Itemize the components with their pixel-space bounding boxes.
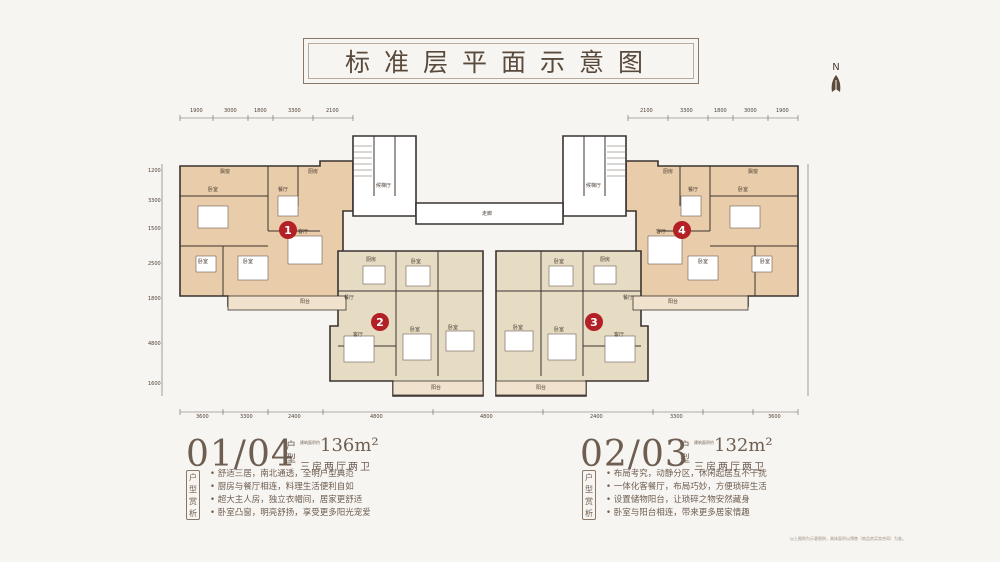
dim-side-5: 1800	[148, 296, 161, 302]
room-elevator-hall-left: 候梯厅	[376, 183, 392, 189]
dim-side-6: 4800	[148, 341, 161, 347]
room-balcony-u1: 阳台	[300, 299, 311, 305]
furniture	[195, 195, 773, 363]
dim-top-left-3: 1800	[254, 108, 267, 114]
dim-side-7: 1600	[148, 381, 161, 387]
room-balcony-u3: 阳台	[536, 385, 547, 391]
room-kitchen-u2: 厨房	[366, 257, 377, 263]
dim-top-right-2: 3300	[680, 108, 693, 114]
feature-item: 舒适三居，南北通透，全明户型典范	[210, 468, 371, 481]
feature-item: 设置储物阳台，让琐碎之物安然藏身	[606, 494, 767, 507]
room-bedroom-u3-c: 卧室	[554, 259, 565, 265]
balconies	[227, 295, 749, 396]
dim-top-left-1: 1900	[190, 108, 203, 114]
room-bedroom-u4-b: 卧室	[698, 259, 709, 265]
room-window-u4: 飘窗	[748, 169, 759, 175]
dim-top-right-5: 1900	[776, 108, 789, 114]
area-label: 建筑面积约	[694, 440, 714, 445]
unit-type-label: 户型	[680, 441, 690, 465]
unit-type-label: 户型	[286, 441, 296, 465]
room-living-u2: 客厅	[353, 332, 364, 338]
room-bedroom-u1-a: 卧室	[208, 187, 219, 193]
dim-bottom-2: 3300	[240, 414, 253, 420]
room-bedroom-u2-b: 卧室	[448, 325, 459, 331]
area-label: 建筑面积约	[300, 440, 320, 445]
room-kitchen-u1: 厨房	[308, 169, 319, 175]
area-value: 132m²	[714, 435, 773, 456]
room-bedroom-u4-a: 卧室	[738, 187, 749, 193]
dim-side-4: 2500	[148, 261, 161, 267]
analysis-tag-02-03: 户型赏析	[582, 470, 596, 520]
room-living-u4: 客厅	[656, 229, 667, 235]
dim-side-1: 1200	[148, 168, 161, 174]
room-kitchen-u3: 厨房	[600, 257, 611, 263]
dim-bottom-7: 3300	[670, 414, 683, 420]
room-dining-u4: 餐厅	[688, 187, 699, 193]
dim-bottom-6: 2400	[590, 414, 603, 420]
room-elevator-hall-right: 候梯厅	[586, 183, 602, 189]
room-balcony-u2: 阳台	[431, 385, 442, 391]
feature-list-02-03: 布局考究，动静分区，休闲起居互不干扰 一体化客餐厅，布局巧妙，方便琐碎生活 设置…	[606, 468, 767, 520]
interior-walls	[180, 136, 798, 376]
room-bedroom-u4-c: 卧室	[760, 259, 771, 265]
floor-plan-drawing	[161, 115, 809, 415]
dim-bottom-4: 4800	[370, 414, 383, 420]
feature-list-01-04: 舒适三居，南北通透，全明户型典范 厨房与餐厅相连，料理生活便利自如 超大主人房，…	[210, 468, 371, 520]
north-label: N	[832, 62, 840, 73]
room-bedroom-u1-c: 卧室	[198, 259, 209, 265]
analysis-tag-01-04: 户型赏析	[186, 470, 200, 520]
title-banner: 标准层平面示意图	[303, 38, 699, 84]
north-arrow-icon	[831, 75, 841, 92]
feature-item: 一体化客餐厅，布局巧妙，方便琐碎生活	[606, 481, 767, 494]
north-indicator: N	[826, 62, 846, 96]
dim-top-right-1: 2100	[640, 108, 653, 114]
unit-marker-1: 1	[279, 221, 297, 239]
room-bedroom-u2-a: 卧室	[410, 327, 421, 333]
dim-bottom-5: 4800	[480, 414, 493, 420]
feature-item: 卧室与阳台相连，带来更多居家情趣	[606, 507, 767, 520]
room-bedroom-u3-b: 卧室	[513, 325, 524, 331]
floor-plan: 1900 3000 1800 3300 2100 2100 3300 1800 …	[148, 106, 838, 422]
room-dining-u1: 餐厅	[278, 187, 289, 193]
room-window-u1: 飘窗	[220, 169, 231, 175]
feature-item: 卧室凸窗，明亮舒扬，享受更多阳光宠爱	[210, 507, 371, 520]
dim-side-3: 1500	[148, 226, 161, 232]
room-living-u1: 客厅	[298, 229, 309, 235]
room-corridor: 走廊	[482, 211, 493, 217]
dim-top-left-4: 3300	[288, 108, 301, 114]
unit-marker-3: 3	[585, 313, 603, 331]
dimension-lines	[161, 117, 809, 413]
dim-top-right-3: 1800	[714, 108, 727, 114]
dim-top-right-4: 3000	[744, 108, 757, 114]
room-living-u3: 客厅	[614, 332, 625, 338]
unit-marker-4: 4	[673, 221, 691, 239]
room-balcony-u4: 阳台	[668, 299, 679, 305]
feature-item: 超大主人房，独立衣帽间，居家更舒适	[210, 494, 371, 507]
dim-bottom-8: 3600	[768, 414, 781, 420]
stairs	[354, 145, 625, 177]
room-bedroom-u2-c: 卧室	[411, 259, 422, 265]
dim-bottom-3: 2400	[288, 414, 301, 420]
unit-marker-2: 2	[371, 313, 389, 331]
room-kitchen-u4: 厨房	[663, 169, 674, 175]
dim-top-left-2: 3000	[224, 108, 237, 114]
feature-item: 厨房与餐厅相连，料理生活便利自如	[210, 481, 371, 494]
area-value: 136m²	[320, 435, 379, 456]
room-bedroom-u3-a: 卧室	[554, 327, 565, 333]
room-dining-u2: 餐厅	[344, 295, 355, 301]
page-title: 标准层平面示意图	[344, 48, 657, 77]
dim-top-left-5: 2100	[326, 108, 339, 114]
dim-bottom-1: 3600	[196, 414, 209, 420]
dim-side-2: 3300	[148, 198, 161, 204]
feature-item: 布局考究，动静分区，休闲起居互不干扰	[606, 468, 767, 481]
room-dining-u3: 餐厅	[623, 295, 634, 301]
footnote: 以上图例为示意图例，具体面积以预售（商品房买卖合同）为准。	[790, 536, 906, 541]
room-bedroom-u1-b: 卧室	[243, 259, 254, 265]
